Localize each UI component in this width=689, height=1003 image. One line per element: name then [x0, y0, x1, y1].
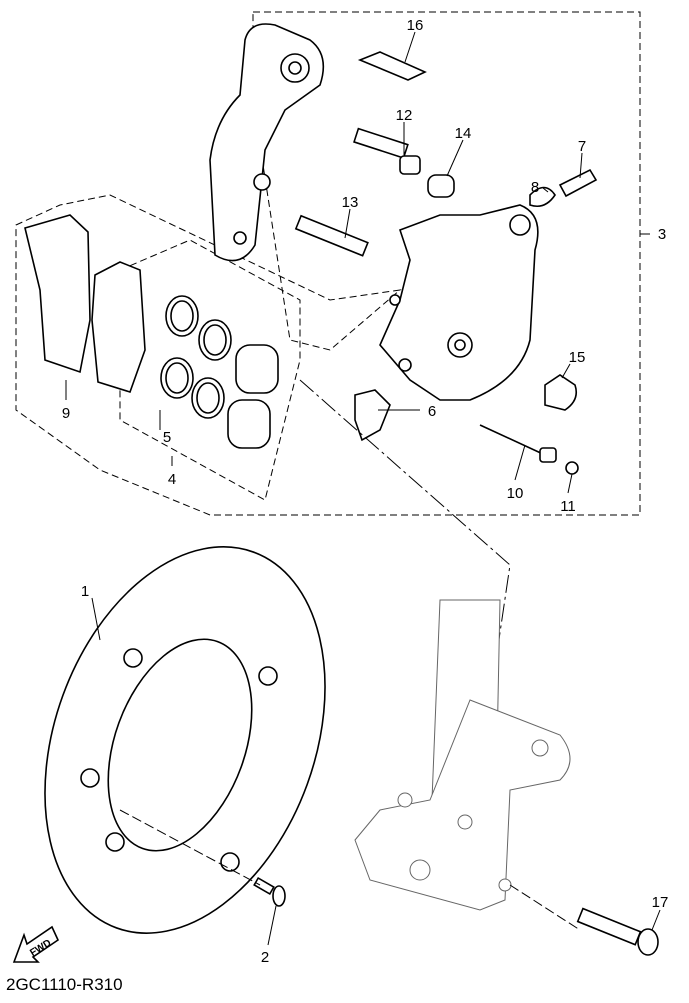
- plug-11: [565, 461, 579, 475]
- bleed-screw: [558, 168, 598, 198]
- caliper-assembly-boundary: [15, 11, 641, 516]
- pin-13: [294, 214, 369, 257]
- front-fork: [354, 599, 571, 911]
- callout-17: 17: [652, 894, 669, 911]
- callout-2: 2: [261, 949, 269, 966]
- callout-6: 6: [428, 403, 436, 420]
- slide-boot: [544, 374, 578, 411]
- callout-16: 16: [407, 17, 424, 34]
- seal-14: [427, 174, 455, 198]
- callout-3: 3: [658, 226, 666, 243]
- brake-disc: [44, 546, 326, 934]
- pistons: [227, 344, 279, 449]
- callout-8: 8: [531, 179, 539, 196]
- callout-15: 15: [569, 349, 586, 366]
- callout-1: 1: [81, 583, 89, 600]
- caliper-bracket: [209, 23, 325, 262]
- piston-seals: [160, 295, 232, 419]
- callout-7: 7: [578, 138, 586, 155]
- callout-10: 10: [507, 485, 524, 502]
- callout-11: 11: [560, 498, 576, 515]
- callout-14: 14: [455, 125, 472, 142]
- bleed-cap: [529, 186, 556, 208]
- callout-12: 12: [396, 107, 413, 124]
- pad-pin: [479, 424, 557, 463]
- brake-pad-inner: [91, 261, 146, 393]
- caliper-mount-bolt: [576, 907, 659, 956]
- callout-13: 13: [342, 194, 359, 211]
- bolt-12: [353, 127, 421, 175]
- callout-4: 4: [168, 471, 176, 488]
- diagram-code: 2GC1110-R310: [6, 975, 123, 994]
- callout-5: 5: [163, 429, 171, 446]
- callout-9: 9: [62, 405, 70, 422]
- fwd-arrow-icon: FWD: [12, 925, 60, 963]
- leader-lines: [65, 31, 661, 946]
- pad-support-plate: [354, 389, 391, 442]
- caliper-body: [379, 204, 539, 401]
- brake-pad-outer: [24, 214, 91, 374]
- disc-bolt: [253, 876, 286, 907]
- pad-spring: [357, 51, 427, 81]
